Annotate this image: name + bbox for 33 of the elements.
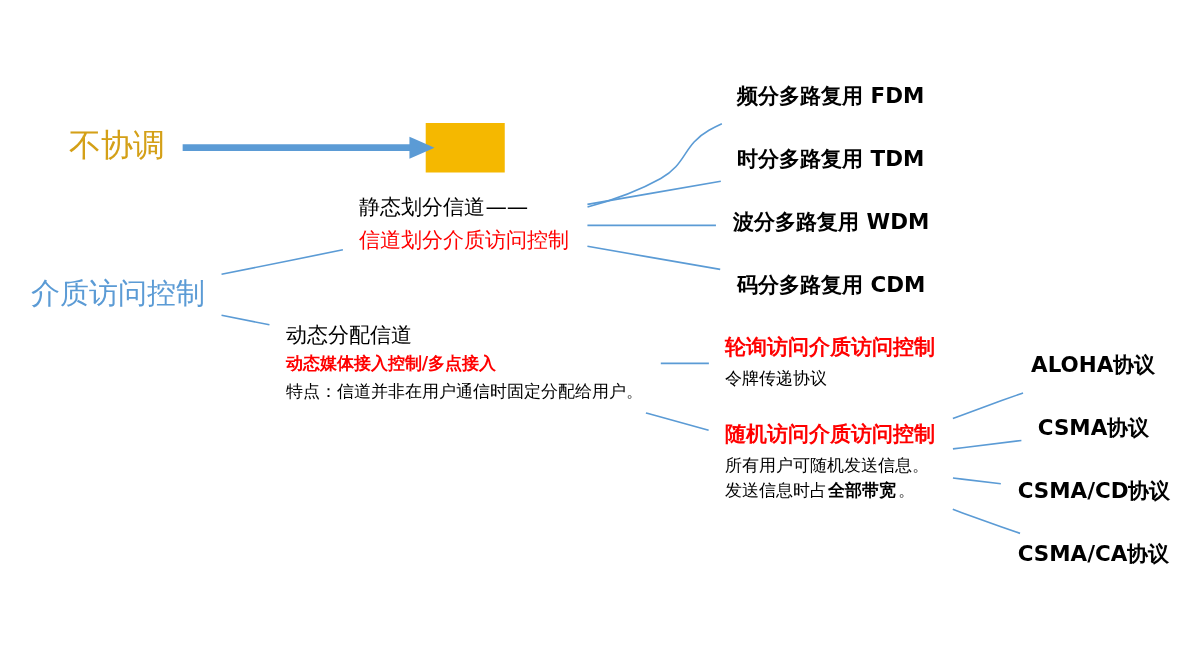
node-label: 发送信息时占全部带宽。 [725, 480, 915, 501]
node-text: 码分多路复用 CDM [737, 272, 926, 298]
connector [586, 180, 722, 206]
node-text: 动态分配信道 [285, 321, 412, 347]
connector [952, 477, 1002, 485]
connector [660, 362, 710, 365]
node-label: 动态媒体接入控制/多点接入 [285, 353, 497, 374]
connector [220, 249, 344, 276]
connector [586, 122, 723, 208]
connector [952, 508, 1021, 535]
node-text: CSMA协议 [1037, 415, 1150, 441]
node-text: 静态划分信道—— 信道划分介质访问控制 [359, 194, 570, 252]
connector [952, 392, 1024, 420]
node-label: 所有用户可随机发送信息。 [725, 455, 930, 476]
node-text: 介质访问控制 [30, 275, 205, 310]
node-box [425, 122, 505, 173]
node-text: 波分多路复用 WDM [733, 209, 930, 235]
node-text: CSMA/CA协议 [1017, 541, 1170, 567]
node-text: 时分多路复用 TDM [737, 146, 925, 172]
arrow [182, 136, 435, 159]
node-text: 不协调 [69, 125, 166, 164]
node-label: 令牌传递协议 [725, 367, 828, 388]
connector [586, 245, 721, 271]
connector [645, 412, 710, 432]
node-text: 频分多路复用 FDM [737, 83, 925, 109]
node-text: 随机访问介质访问控制 [725, 420, 936, 446]
connector [952, 439, 1023, 450]
connector [586, 224, 717, 227]
node-text: ALOHA协议 [1031, 352, 1156, 378]
node-text: 轮询访问介质访问控制 [725, 333, 936, 359]
node-text: CSMA/CD协议 [1017, 478, 1171, 504]
node-label: 特点：信道并非在用户通信时固定分配给用户。 [285, 381, 643, 402]
connector [220, 314, 271, 326]
